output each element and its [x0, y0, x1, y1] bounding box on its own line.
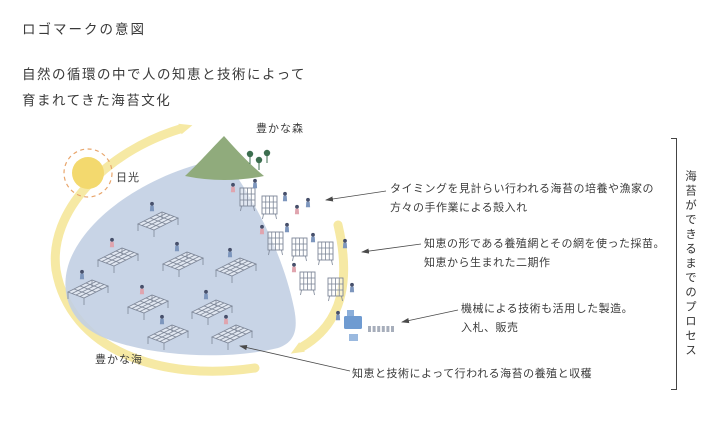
sun-label: 日光: [116, 172, 140, 184]
leader-line-2: [361, 243, 422, 254]
annotation-manufacturing: 機械による技術も活用した製造。 入札、販売: [461, 303, 634, 334]
page-title: ロゴマークの意図: [22, 22, 146, 37]
sea-label: 豊かな海: [95, 354, 143, 366]
subtitle: 自然の循環の中で人の知恵と技術によって 育まれてきた海苔文化: [22, 67, 306, 109]
process-label: 海苔ができるまでのプロセス: [684, 169, 696, 359]
mountain-icon: [185, 136, 271, 180]
forest-label: 豊かな森: [256, 123, 304, 135]
leader-lines: [239, 190, 459, 372]
forest-trees: [246, 149, 271, 170]
leader-line-4: [239, 345, 351, 372]
machine-icon: [335, 310, 394, 341]
annotation-harvest: 知恵と技術によって行われる海苔の養殖と収穫: [352, 368, 593, 380]
cycle-arrow-left: [50, 123, 260, 376]
annotation-shell-seeding: タイミングを見計らい行われる海苔の培養や漁家の 方々の手作業による殻入れ: [390, 183, 654, 214]
leader-line-1: [325, 190, 387, 202]
process-axis-line: [671, 138, 677, 390]
annotation-net-seeding: 知恵の形である養殖網とその網を使った採苗。 知恵から生まれた二期作: [424, 238, 666, 269]
leader-line-3: [401, 309, 459, 324]
product-row: [368, 326, 394, 332]
cycle-arrow-right: [290, 220, 349, 354]
sun-icon: [63, 148, 113, 198]
process-axis: 海苔ができるまでのプロセス: [671, 138, 698, 390]
